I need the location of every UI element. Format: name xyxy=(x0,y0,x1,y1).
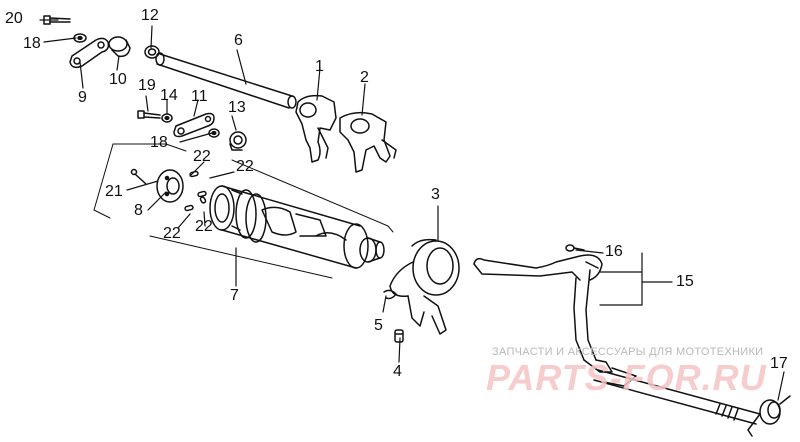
part-18-washer xyxy=(73,33,87,43)
callout-2: 2 xyxy=(360,69,369,86)
part-1-shift-fork xyxy=(295,94,337,163)
callout-6: 6 xyxy=(234,32,243,49)
assembly-outline xyxy=(93,143,394,279)
callout-20: 20 xyxy=(5,10,23,27)
callout-8: 8 xyxy=(134,202,143,219)
callout-18-lower: 18 xyxy=(150,134,168,151)
callout-13: 13 xyxy=(228,99,246,116)
callout-22-d: 22 xyxy=(195,218,213,235)
part-5-clip xyxy=(383,289,397,300)
callout-16: 16 xyxy=(605,243,623,260)
part-19-washer xyxy=(161,113,173,123)
part-8-cam-plate xyxy=(156,169,184,203)
part-10-collar xyxy=(108,36,131,58)
part-21-pin xyxy=(130,168,147,185)
callout-5: 5 xyxy=(374,317,383,334)
part-22-pins xyxy=(184,170,207,212)
callout-22-a: 22 xyxy=(193,148,211,165)
callout-18-upper: 18 xyxy=(23,35,41,52)
callout-12: 12 xyxy=(141,7,159,24)
part-6-fork-shaft xyxy=(155,52,297,109)
callout-15: 15 xyxy=(676,273,694,290)
part-18-washer-2 xyxy=(208,128,220,138)
callout-7: 7 xyxy=(230,287,239,304)
callout-22-b: 22 xyxy=(236,158,254,175)
callout-22-c: 22 xyxy=(163,225,181,242)
part-12-clip xyxy=(144,45,160,59)
callout-3: 3 xyxy=(431,186,440,203)
part-15-spindle-arm xyxy=(473,254,761,425)
part-7-shift-drum xyxy=(209,185,385,269)
watermark-logo: PARTS-FOR.RU xyxy=(486,357,767,398)
part-14-bolt xyxy=(137,110,161,119)
callout-4: 4 xyxy=(393,363,402,380)
part-20-bolt xyxy=(43,15,71,25)
part-11-plate xyxy=(173,112,215,138)
callout-17: 17 xyxy=(770,355,788,372)
callout-11: 11 xyxy=(191,88,208,105)
callout-9: 9 xyxy=(78,89,87,106)
callout-19: 19 xyxy=(138,77,156,94)
callout-14: 14 xyxy=(160,87,178,104)
part-16-bolt xyxy=(565,244,585,252)
part-9-stopper-arm xyxy=(69,37,110,69)
part-4-pin xyxy=(394,329,404,343)
part-17-return-spring xyxy=(747,395,791,437)
part-13-spring xyxy=(229,131,247,151)
watermark-tagline: ЗАПЧАСТИ И АКСЕССУАРЫ ДЛЯ МОТОТЕХНИКИ xyxy=(492,346,764,358)
part-2-shift-fork xyxy=(339,111,397,173)
callout-10: 10 xyxy=(109,71,127,88)
callout-1: 1 xyxy=(315,58,324,75)
callout-21: 21 xyxy=(105,183,123,200)
part-3-shift-fork xyxy=(389,238,460,335)
